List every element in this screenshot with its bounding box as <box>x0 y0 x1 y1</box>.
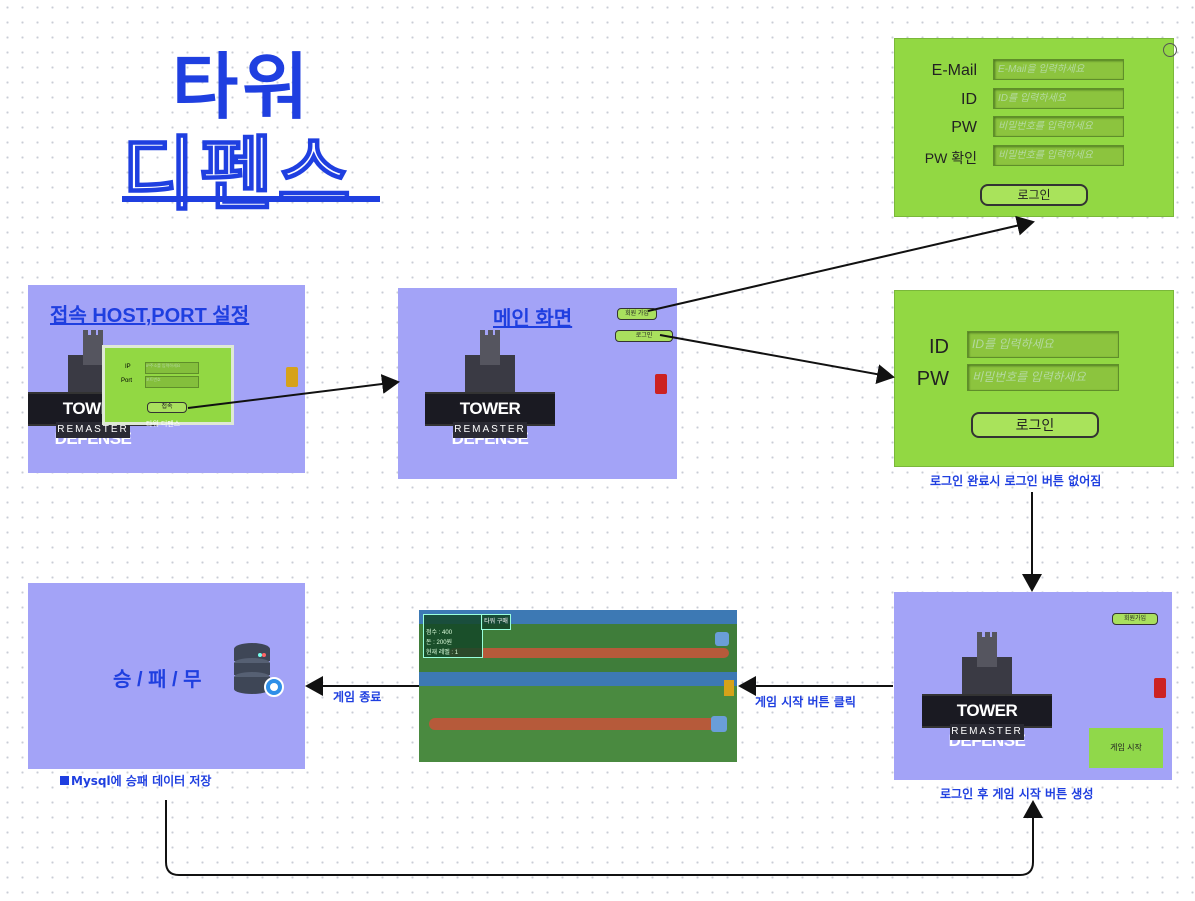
path-bottom <box>429 718 719 730</box>
arrow-label-start: 게임 시작 버튼 클릭 <box>755 695 856 709</box>
title-line-1: 타워 <box>172 45 313 129</box>
panel-signup: E-Mail E-Mail을 입력하세요 ID ID를 입력하세요 PW 비밀번… <box>894 38 1177 217</box>
lives-badge <box>655 374 667 394</box>
pw-label: PW <box>916 368 949 390</box>
result-text: 승 / 패 / 무 <box>113 669 202 691</box>
signup-button[interactable]: 회원가입 <box>1112 613 1158 625</box>
tower-icon <box>715 632 729 646</box>
hud-level: 현재 레벨 : 1 <box>426 650 459 656</box>
ip-input[interactable]: IP주소를 입력하세요 <box>145 362 199 374</box>
panel-connect-title: 접속 HOST,PORT 설정 <box>50 305 250 327</box>
lives-badge <box>724 680 734 696</box>
signup-submit-button[interactable]: 로그인 <box>980 184 1088 206</box>
email-label: E-Mail <box>931 62 977 79</box>
id-field[interactable]: ID를 입력하세요 <box>967 331 1119 358</box>
logo-banner: TOWER DEFENSE <box>922 694 1052 750</box>
arrow-label-end: 게임 종료 <box>333 690 382 704</box>
email-field[interactable]: E-Mail을 입력하세요 <box>993 59 1124 80</box>
pw-label: PW <box>951 119 977 136</box>
tower-buy-button[interactable]: 타워 구매 <box>481 614 511 630</box>
login-caption: 로그인 완료시 로그인 버튼 없어짐 <box>930 474 1102 488</box>
connect-dialog: IP Port IP주소를 입력하세요 포트번호 접속 <box>102 345 234 425</box>
panel-game: 점수 : 400 돈 : 200원 현재 레벨 : 1 타워 구매 <box>419 610 737 762</box>
id-label: ID <box>961 91 977 108</box>
hud-score: 점수 : 400 <box>426 630 453 636</box>
port-input[interactable]: 포트번호 <box>145 376 199 388</box>
logo-sub: REMASTER <box>950 724 1024 740</box>
arrow-result-to-after <box>165 800 1043 876</box>
after-login-caption: 로그인 후 게임 시작 버튼 생성 <box>940 787 1094 801</box>
logo-banner: TOWER DEFENSE <box>425 392 555 448</box>
title-line-2: 디펜스 <box>121 127 355 222</box>
login-submit-button[interactable]: 로그인 <box>971 412 1099 438</box>
port-label: Port <box>121 378 133 384</box>
panel-login: ID ID를 입력하세요 PW 비밀번호를 입력하세요 로그인 <box>894 290 1174 467</box>
panel-connect: 접속 HOST,PORT 설정 TOWER DEFENSE REMASTER I… <box>28 285 305 473</box>
id-label: ID <box>929 336 949 358</box>
panel-main: 메인 화면 회원 가입 로그인 TOWER DEFENSE REMASTER <box>398 288 677 479</box>
bullet-icon <box>60 776 69 785</box>
lives-badge <box>286 367 298 387</box>
tower-icon <box>711 716 727 732</box>
close-icon[interactable] <box>1163 43 1177 57</box>
logo-sub: REMASTER <box>453 422 527 438</box>
logo-sub: REMASTER <box>56 422 130 438</box>
connect-caption: 타워 디펜스 <box>146 421 181 428</box>
result-caption: Mysql에 승패 데이터 저장 <box>60 772 211 789</box>
path-top <box>449 648 729 658</box>
tower-defense-logo: TOWER DEFENSE REMASTER <box>922 632 1052 762</box>
hud-money: 돈 : 200원 <box>426 640 453 646</box>
ip-label: IP <box>125 364 131 370</box>
pw-confirm-field[interactable]: 비밀번호를 입력하세요 <box>993 145 1124 166</box>
river-middle <box>419 672 737 686</box>
main-signup-button[interactable]: 회원 가입 <box>617 308 657 320</box>
game-start-button[interactable]: 게임 시작 <box>1089 728 1163 768</box>
hud-panel <box>423 614 483 658</box>
pw-field[interactable]: 비밀번호를 입력하세요 <box>993 116 1124 137</box>
connect-button[interactable]: 접속 <box>147 402 187 413</box>
id-field[interactable]: ID를 입력하세요 <box>993 88 1124 109</box>
arrow-connect-to-main <box>187 374 400 409</box>
title-underline <box>122 196 380 202</box>
arrow-main-to-signup <box>647 215 1035 312</box>
panel-main-title: 메인 화면 <box>493 308 573 330</box>
panel-result: 승 / 패 / 무 <box>28 583 305 769</box>
lives-badge <box>1154 678 1166 698</box>
pw-field[interactable]: 비밀번호를 입력하세요 <box>967 364 1119 391</box>
tower-defense-logo: TOWER DEFENSE REMASTER <box>425 330 555 460</box>
panel-after-login: 회원가입 TOWER DEFENSE REMASTER 게임 시작 <box>894 592 1172 780</box>
main-login-button[interactable]: 로그인 <box>615 330 673 342</box>
database-icon <box>234 643 284 697</box>
pw-confirm-label: PW 확인 <box>924 150 977 166</box>
arrow-main-to-login <box>659 334 895 385</box>
